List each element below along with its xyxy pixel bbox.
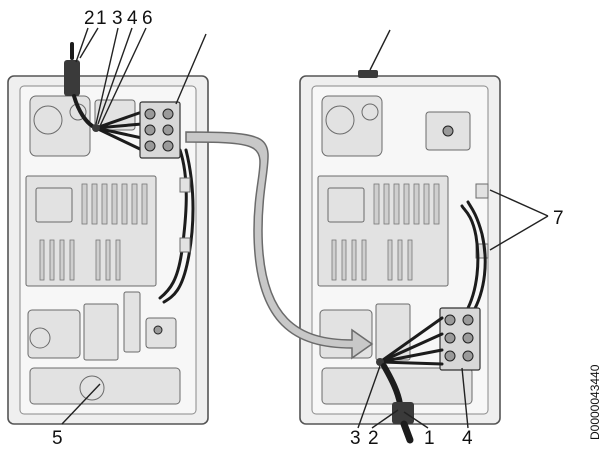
left-board-slots [39, 183, 148, 281]
callout-3-bottom: 3 [350, 428, 361, 449]
callout-2-top: 2 [84, 8, 95, 29]
callout-5: 5 [52, 428, 63, 449]
callout-4-bottom: 4 [462, 428, 473, 449]
left-terminal-block [139, 101, 181, 159]
right-board-slots [331, 183, 440, 281]
callout-6-top: 6 [142, 8, 153, 29]
callout-1-top: 1 [96, 8, 107, 29]
right-clip-upper [475, 183, 489, 199]
document-id: D0000043440 [588, 364, 602, 440]
callout-4-top: 4 [127, 8, 138, 29]
callout-labels: 2 1 3 4 6 7 5 3 2 1 4 [52, 8, 564, 449]
callout-7: 7 [553, 208, 564, 229]
callout-3-top: 3 [112, 8, 123, 29]
right-appliance [299, 70, 501, 444]
callout-1-bottom: 1 [424, 428, 435, 449]
leader-lines [61, 27, 549, 429]
right-terminal-block [439, 307, 481, 371]
left-appliance [7, 42, 209, 425]
transfer-arrow [185, 131, 374, 360]
callout-2-bottom: 2 [368, 428, 379, 449]
